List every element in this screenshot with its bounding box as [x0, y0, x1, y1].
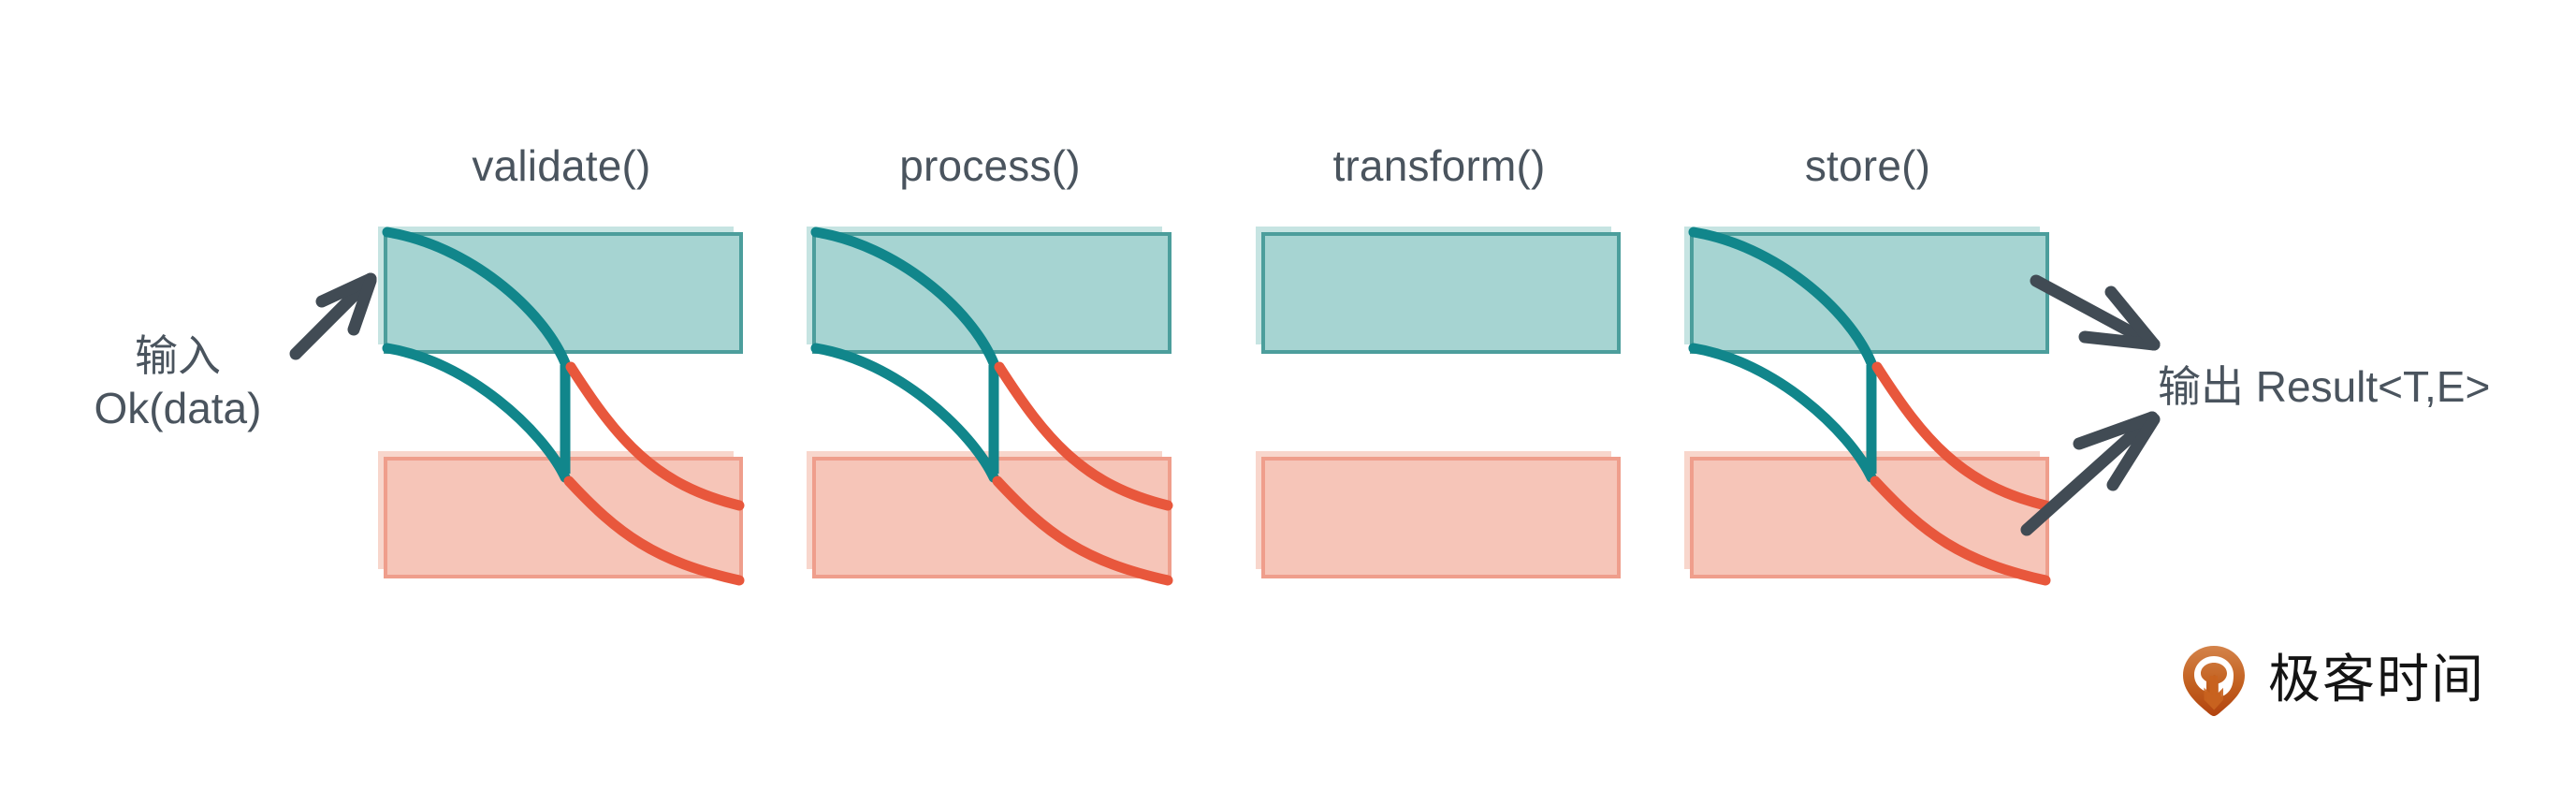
ok-flow-curve-upper	[1688, 227, 1877, 369]
stage-title-validate: validate()	[472, 141, 651, 190]
stage-store[interactable]	[1684, 227, 2051, 586]
geektime-pin-icon	[2183, 646, 2245, 716]
output-label: 输出 Result<T,E>	[2158, 362, 2491, 411]
stage-title-process: process()	[899, 141, 1081, 190]
err-flow-curve	[1871, 361, 2051, 511]
err-band	[1261, 457, 1621, 578]
ok-flow-curve-lower	[382, 343, 571, 483]
input-label-line2: Ok(data)	[94, 384, 262, 433]
stage-process[interactable]	[807, 227, 1173, 586]
err-flow-curve	[994, 361, 1173, 511]
output-arrow-ok	[2030, 274, 2161, 351]
ok-flow-curve-upper	[810, 227, 999, 369]
ok-band	[1261, 232, 1621, 354]
err-flow-curve-lower	[992, 475, 1173, 586]
err-flow-curve-lower	[1870, 475, 2051, 586]
input-label: 输入 Ok(data)	[37, 329, 318, 434]
input-arrow	[289, 272, 377, 360]
err-flow-curve	[565, 361, 745, 511]
ok-flow-curve-upper	[382, 227, 571, 369]
stage-transform[interactable]	[1256, 227, 1621, 578]
stage-validate[interactable]	[378, 227, 745, 586]
err-flow-curve-lower	[563, 475, 745, 586]
stage-title-transform: transform()	[1332, 141, 1546, 190]
input-label-line1: 输入	[135, 331, 221, 380]
brand-watermark: 极客时间	[2180, 644, 2485, 717]
ok-flow-curve-lower	[810, 343, 999, 483]
output-arrow-err	[2020, 411, 2161, 536]
brand-name: 极客时间	[2268, 650, 2485, 710]
ok-flow-curve-lower	[1688, 343, 1877, 483]
stage-title-store: store()	[1804, 141, 1931, 190]
